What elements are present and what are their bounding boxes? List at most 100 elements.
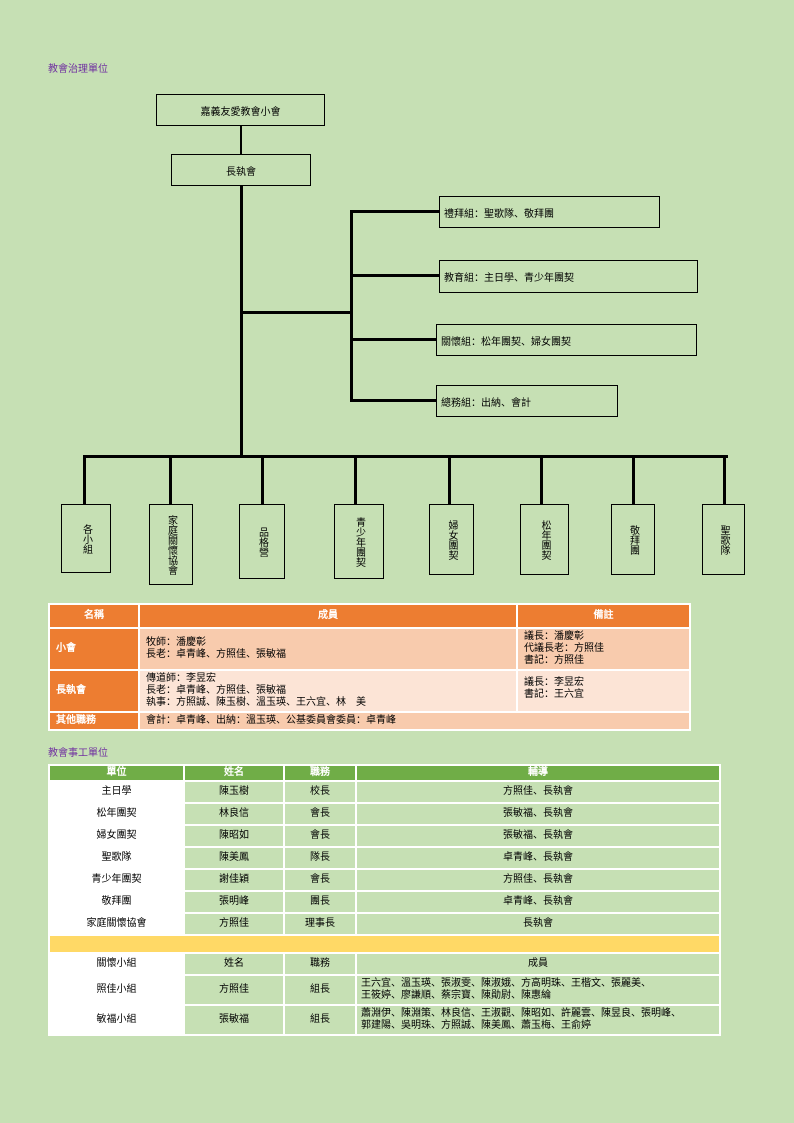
header-advisor: 輔導: [355, 764, 721, 782]
member-line: 執事：方照誠、陳玉樹、溫玉瑛、王六宜、林 美: [146, 697, 366, 708]
ministry-advisor: 張敏福、長執會: [355, 824, 721, 848]
ministry-role: 理事長: [283, 912, 357, 936]
connector-unit-8: [723, 455, 726, 505]
ministry-unit: 主日學: [48, 780, 185, 804]
header-name: 名稱: [48, 603, 140, 629]
ministry-unit: 松年團契: [48, 802, 185, 826]
members-line: 王筱婷、廖謙順、蔡宗寶、陳勛尉、陳惠綸: [361, 990, 551, 1001]
ministry-person: 謝佳穎: [183, 868, 285, 892]
member-line: 傳道師：李昱宏: [146, 673, 216, 684]
org-unit-cell-groups: 各小組: [61, 504, 111, 573]
org-box-general-affairs-group: 總務組：出納、會計: [436, 385, 618, 417]
table-row: 長執會 傳道師：李昱宏 長老：卓青峰、方照佳、張敏福 執事：方照誠、陳玉樹、溫玉…: [48, 669, 691, 713]
ministry-person: 方照佳: [183, 912, 285, 936]
cell-group-leader: 方照佳: [183, 974, 285, 1006]
ministry-role: 會長: [283, 802, 357, 826]
cell-header-members: 成員: [355, 952, 721, 976]
row-members: 牧師：潘慶彰 長老：卓青峰、方照佳、張敏福: [138, 627, 518, 671]
ministry-advisor: 長執會: [355, 912, 721, 936]
ministry-role: 會長: [283, 868, 357, 892]
ministry-person: 陳玉樹: [183, 780, 285, 804]
header-unit: 單位: [48, 764, 185, 782]
connector-branch: [240, 311, 352, 314]
connector-unit-1: [83, 455, 86, 505]
table-row: 聖歌隊陳美鳳隊長卓青峰、長執會: [48, 846, 721, 870]
table-row: 青少年團契謝佳穎會長方照佳、長執會: [48, 868, 721, 892]
row-notes: 議長：潘慶彰 代議長老：方照佳 書記：方照佳: [516, 627, 691, 671]
cell-group-name: 敏福小組: [48, 1004, 185, 1036]
table-divider-row: [48, 934, 721, 954]
row-name: 其他職務: [48, 711, 140, 731]
table-row: 敏福小組 張敏福 組長 蕭淵伊、陳淵策、林良信、王淑觀、陳昭如、許麗雲、陳昱良、…: [48, 1004, 721, 1036]
connector-unit-bar: [83, 455, 728, 458]
connector-group-spine: [350, 210, 353, 402]
ministry-advisor: 方照佳、長執會: [355, 868, 721, 892]
note-line: 議長：潘慶彰: [524, 631, 584, 642]
cell-group-name: 照佳小組: [48, 974, 185, 1006]
ministry-unit: 婦女團契: [48, 824, 185, 848]
ministry-section-title: 教會事工單位: [48, 748, 108, 759]
connector-group-1: [350, 210, 440, 213]
org-unit-youth-fellowship: 青少年團契: [334, 504, 384, 579]
ministry-unit: 青少年團契: [48, 868, 185, 892]
governance-table: 名稱 成員 備註 小會 牧師：潘慶彰 長老：卓青峰、方照佳、張敏福 議長：潘慶彰…: [48, 603, 691, 731]
members-line: 蕭淵伊、陳淵策、林良信、王淑觀、陳昭如、許麗雲、陳昱良、張明峰、: [361, 1008, 681, 1019]
note-line: 書記：王六宜: [524, 689, 584, 700]
cell-group-role: 組長: [283, 974, 357, 1006]
table-row: 婦女團契陳昭如會長張敏福、長執會: [48, 824, 721, 848]
governance-table-header: 名稱 成員 備註: [48, 603, 691, 629]
ministry-table: 單位 姓名 職務 輔導 主日學陳玉樹校長方照佳、長執會松年團契林良信會長張敏福、…: [48, 764, 721, 1036]
ministry-person: 林良信: [183, 802, 285, 826]
header-person: 姓名: [183, 764, 285, 782]
note-line: 議長：李昱宏: [524, 677, 584, 688]
connector-unit-4: [354, 455, 357, 505]
connector-group-3: [350, 338, 440, 341]
ministry-role: 校長: [283, 780, 357, 804]
member-line: 長老：卓青峰、方照佳、張敏福: [146, 649, 286, 660]
cell-groups-header-row: 關懷小組 姓名 職務 成員: [48, 952, 721, 976]
org-box-worship-group: 禮拜組：聖歌隊、敬拜團: [439, 196, 660, 228]
connector-unit-5: [448, 455, 451, 505]
table-row: 小會 牧師：潘慶彰 長老：卓青峰、方照佳、張敏福 議長：潘慶彰 代議長老：方照佳…: [48, 627, 691, 671]
ministry-unit: 聖歌隊: [48, 846, 185, 870]
org-unit-character-camp: 品格營: [239, 504, 285, 579]
connector-group-4: [350, 399, 440, 402]
ministry-advisor: 卓青峰、長執會: [355, 890, 721, 914]
connector-unit-3: [261, 455, 264, 505]
cell-group-members: 王六宜、溫玉瑛、張淑雯、陳淑娥、方高明珠、王楷文、張麗美、 王筱婷、廖謙順、蔡宗…: [355, 974, 721, 1006]
row-name: 長執會: [48, 669, 140, 713]
ministry-role: 團長: [283, 890, 357, 914]
header-role: 職務: [283, 764, 357, 782]
org-unit-family-care-assoc: 家庭關懷協會: [149, 504, 193, 585]
cell-group-leader: 張敏福: [183, 1004, 285, 1036]
ministry-person: 陳昭如: [183, 824, 285, 848]
members-line: 王六宜、溫玉瑛、張淑雯、陳淑娥、方高明珠、王楷文、張麗美、: [361, 978, 651, 989]
ministry-advisor: 方照佳、長執會: [355, 780, 721, 804]
header-members: 成員: [138, 603, 518, 629]
ministry-unit: 敬拜團: [48, 890, 185, 914]
note-line: 代議長老：方照佳: [524, 643, 604, 654]
org-unit-choir: 聖歌隊: [702, 504, 745, 575]
members-line: 郭建陽、吳明珠、方照誠、陳美鳳、蕭玉梅、王俞婷: [361, 1020, 591, 1031]
org-unit-senior-fellowship: 松年團契: [520, 504, 569, 575]
divider-cell: [48, 934, 721, 954]
connector-unit-6: [540, 455, 543, 505]
member-line: 牧師：潘慶彰: [146, 637, 206, 648]
governance-section-title: 教會治理單位: [48, 64, 108, 75]
ministry-role: 隊長: [283, 846, 357, 870]
cell-header-role: 職務: [283, 952, 357, 976]
table-row: 敬拜團張明峰團長卓青峰、長執會: [48, 890, 721, 914]
ministry-unit: 家庭關懷協會: [48, 912, 185, 936]
cell-group-members: 蕭淵伊、陳淵策、林良信、王淑觀、陳昭如、許麗雲、陳昱良、張明峰、 郭建陽、吳明珠…: [355, 1004, 721, 1036]
org-unit-worship-team: 敬拜團: [611, 504, 655, 575]
connector-unit-7: [632, 455, 635, 505]
org-box-session: 嘉義友愛教會小會: [156, 94, 325, 126]
row-name: 小會: [48, 627, 140, 671]
connector-top: [240, 125, 242, 155]
ministry-advisor: 卓青峰、長執會: [355, 846, 721, 870]
org-unit-women-fellowship: 婦女團契: [429, 504, 474, 575]
row-members: 傳道師：李昱宏 長老：卓青峰、方照佳、張敏福 執事：方照誠、陳玉樹、溫玉瑛、王六…: [138, 669, 518, 713]
ministry-table-header: 單位 姓名 職務 輔導: [48, 764, 721, 782]
ministry-role: 會長: [283, 824, 357, 848]
cell-header-person: 姓名: [183, 952, 285, 976]
